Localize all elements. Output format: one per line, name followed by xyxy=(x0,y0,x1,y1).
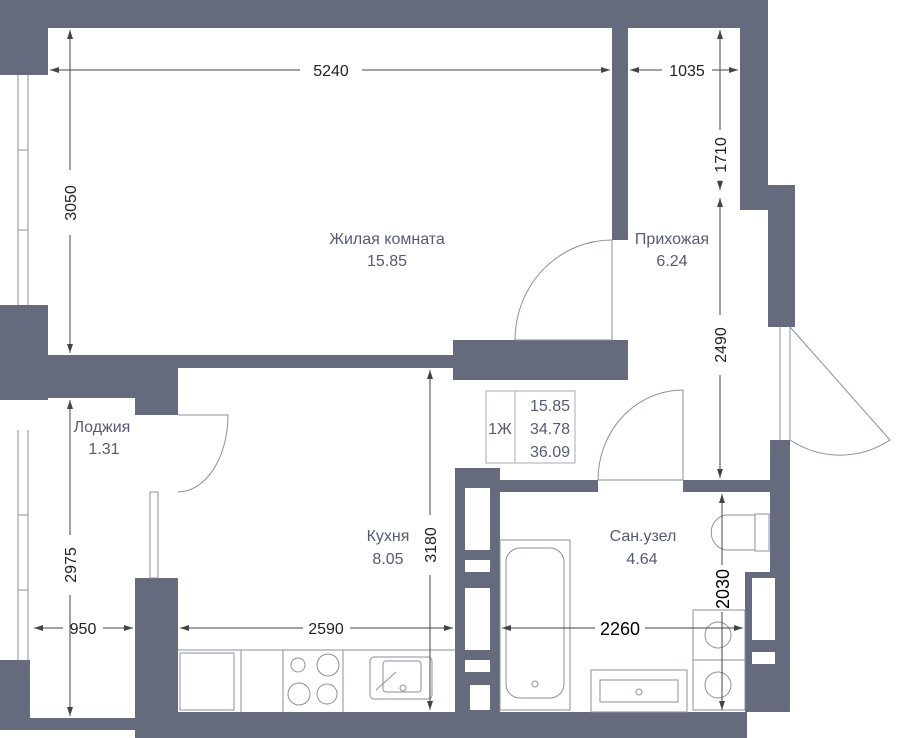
window-kitchen-loggia xyxy=(149,491,159,579)
total-area-value: 34.78 xyxy=(530,421,570,438)
dim-kitchen-width: 2590 xyxy=(308,621,344,638)
room-living-area: 15.85 xyxy=(367,253,407,270)
dim-hall-upper: 1710 xyxy=(713,137,730,173)
stove-icon xyxy=(287,653,340,706)
dim-hall-width: 1035 xyxy=(669,63,705,80)
bathtub-icon xyxy=(499,539,571,711)
total-with-loggia-value: 36.09 xyxy=(530,444,570,461)
dim-bath-depth: 2030 xyxy=(713,569,733,609)
apartment-type: 1Ж xyxy=(488,421,512,438)
dim-hall-lower: 2490 xyxy=(713,327,730,363)
sink-icon xyxy=(369,656,433,700)
dim-loggia-depth: 2975 xyxy=(63,547,80,583)
door-bathroom[interactable] xyxy=(597,389,684,481)
walls xyxy=(0,0,795,738)
room-kitchen-name: Кухня xyxy=(367,528,410,545)
room-hallway-name: Прихожая xyxy=(635,231,709,248)
toilet-icon xyxy=(710,513,770,552)
dimension-lines xyxy=(34,30,743,716)
door-entrance[interactable] xyxy=(789,325,891,456)
dim-loggia-width: 950 xyxy=(70,621,97,638)
room-living-name: Жилая комната xyxy=(329,231,445,248)
dim-bath-width: 2260 xyxy=(600,619,640,639)
kitchen-counter xyxy=(178,649,455,712)
door-loggia[interactable] xyxy=(177,414,229,493)
window-loggia xyxy=(0,430,30,660)
room-bathroom-name: Сан.узел xyxy=(610,528,677,545)
room-bathroom-area: 4.64 xyxy=(626,551,657,568)
wall-niches xyxy=(465,488,775,710)
washing-machine-icon xyxy=(692,609,746,711)
door-living[interactable] xyxy=(514,239,613,341)
living-area-value: 15.85 xyxy=(530,398,570,415)
dim-living-depth: 3050 xyxy=(63,185,80,221)
washbasin-icon xyxy=(590,669,688,713)
room-hallway-area: 6.24 xyxy=(656,253,687,270)
room-kitchen-area: 8.05 xyxy=(372,551,403,568)
dim-living-width: 5240 xyxy=(313,63,349,80)
room-loggia-area: 1.31 xyxy=(88,441,119,458)
area-summary-box: 1Ж 15.85 34.78 36.09 xyxy=(485,390,576,464)
dim-kitchen-depth: 3180 xyxy=(423,527,440,563)
room-loggia-name: Лоджия xyxy=(74,419,131,436)
window-living xyxy=(0,75,48,305)
